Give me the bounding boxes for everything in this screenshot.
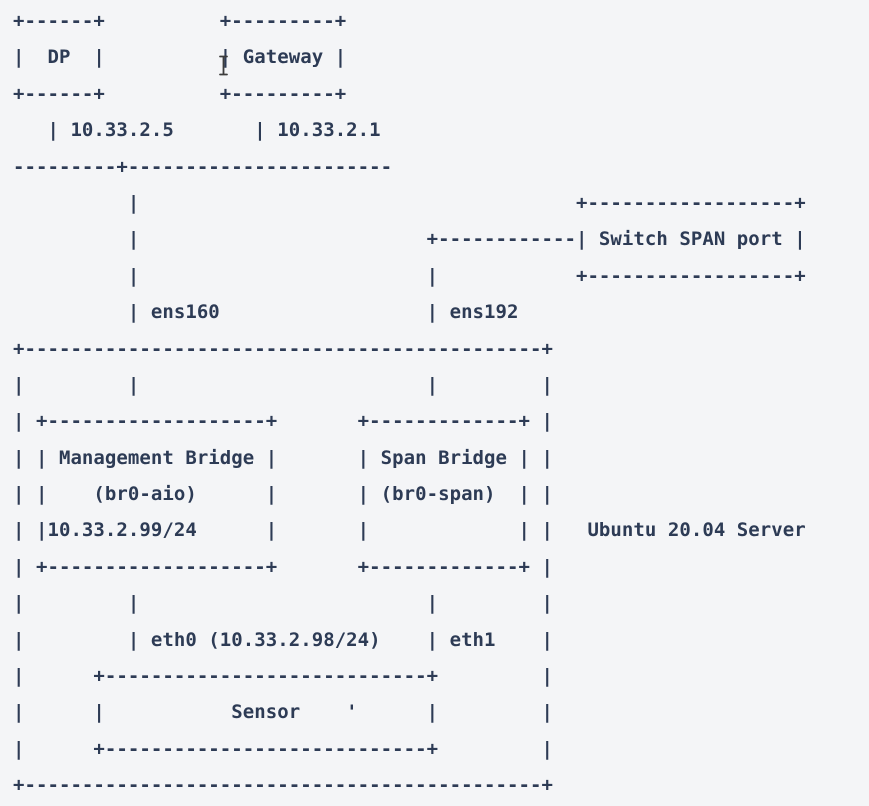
ascii-line: | | | |	[13, 373, 553, 396]
ascii-line: +------+ +---------+	[13, 82, 347, 105]
ascii-line: | | Management Bridge | | Span Bridge | …	[13, 446, 553, 469]
ascii-line: | +-------------------+ +-------------+ …	[13, 410, 553, 433]
ascii-line: | ens160 | ens192	[13, 301, 519, 324]
ascii-line: | +-------------------+ +-------------+ …	[13, 555, 553, 578]
ascii-line: +------+ +---------+	[13, 10, 347, 32]
ascii-line: | | Sensor ' | |	[13, 701, 553, 724]
ascii-line: ---------+-----------------------	[13, 155, 393, 178]
ascii-line: | |10.33.2.99/24 | | | | Ubuntu 20.04 Se…	[13, 519, 806, 542]
ascii-line: | +------------| Switch SPAN port |	[13, 228, 806, 251]
ascii-line: | | | |	[13, 592, 553, 615]
ascii-line: | +------------------+	[13, 191, 806, 214]
ascii-line: | | eth0 (10.33.2.98/24) | eth1 |	[13, 628, 553, 651]
ascii-line: | +----------------------------+ |	[13, 665, 553, 688]
ascii-line: | | +------------------+	[13, 264, 806, 287]
ascii-line: | | (br0-aio) | | (br0-span) | |	[13, 483, 553, 506]
ascii-line: | 10.33.2.5 | 10.33.2.1	[13, 119, 381, 142]
ascii-line: +---------------------------------------…	[13, 337, 553, 360]
ascii-line: | +----------------------------+ |	[13, 737, 553, 760]
ascii-line: | DP | | Gateway |	[13, 46, 347, 69]
ascii-line: +---------------------------------------…	[13, 774, 553, 797]
